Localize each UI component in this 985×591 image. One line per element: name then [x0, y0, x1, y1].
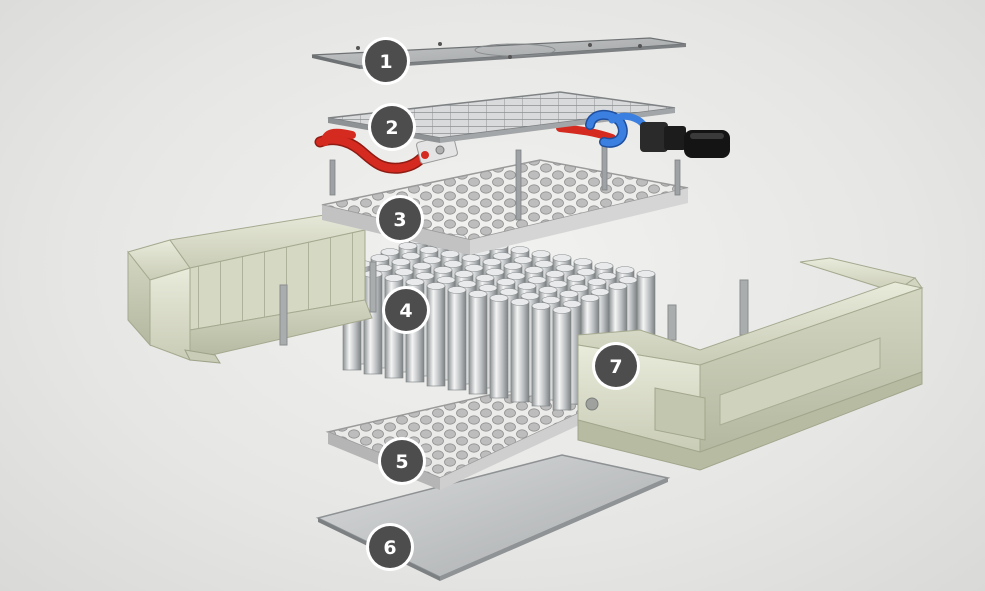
battery-cell — [489, 294, 509, 399]
callout-layer: 1 2 3 4 5 6 7 — [362, 37, 640, 571]
battery-cell — [468, 290, 488, 395]
connector-plug — [640, 122, 730, 158]
callout-3: 3 — [376, 195, 424, 243]
callout-label: 4 — [399, 300, 412, 322]
cylindrical-cells — [342, 230, 656, 411]
battery-cell — [552, 306, 572, 411]
battery-cell — [426, 282, 446, 387]
battery-cell — [447, 286, 467, 391]
callout-2: 2 — [368, 103, 416, 151]
callout-label: 5 — [395, 451, 408, 473]
callout-5: 5 — [378, 437, 426, 485]
battery-cell — [510, 298, 530, 403]
callout-6: 6 — [366, 523, 414, 571]
callout-1: 1 — [362, 37, 410, 85]
callout-4: 4 — [382, 286, 430, 334]
callout-label: 7 — [609, 356, 622, 378]
bottom-plate — [315, 454, 671, 581]
left-housing-frame — [127, 209, 377, 364]
callout-label: 3 — [393, 209, 406, 231]
callout-7: 7 — [592, 342, 640, 390]
callout-label: 6 — [383, 537, 396, 559]
callout-label: 2 — [385, 117, 398, 139]
callout-label: 1 — [379, 51, 392, 73]
battery-cell — [531, 302, 551, 407]
